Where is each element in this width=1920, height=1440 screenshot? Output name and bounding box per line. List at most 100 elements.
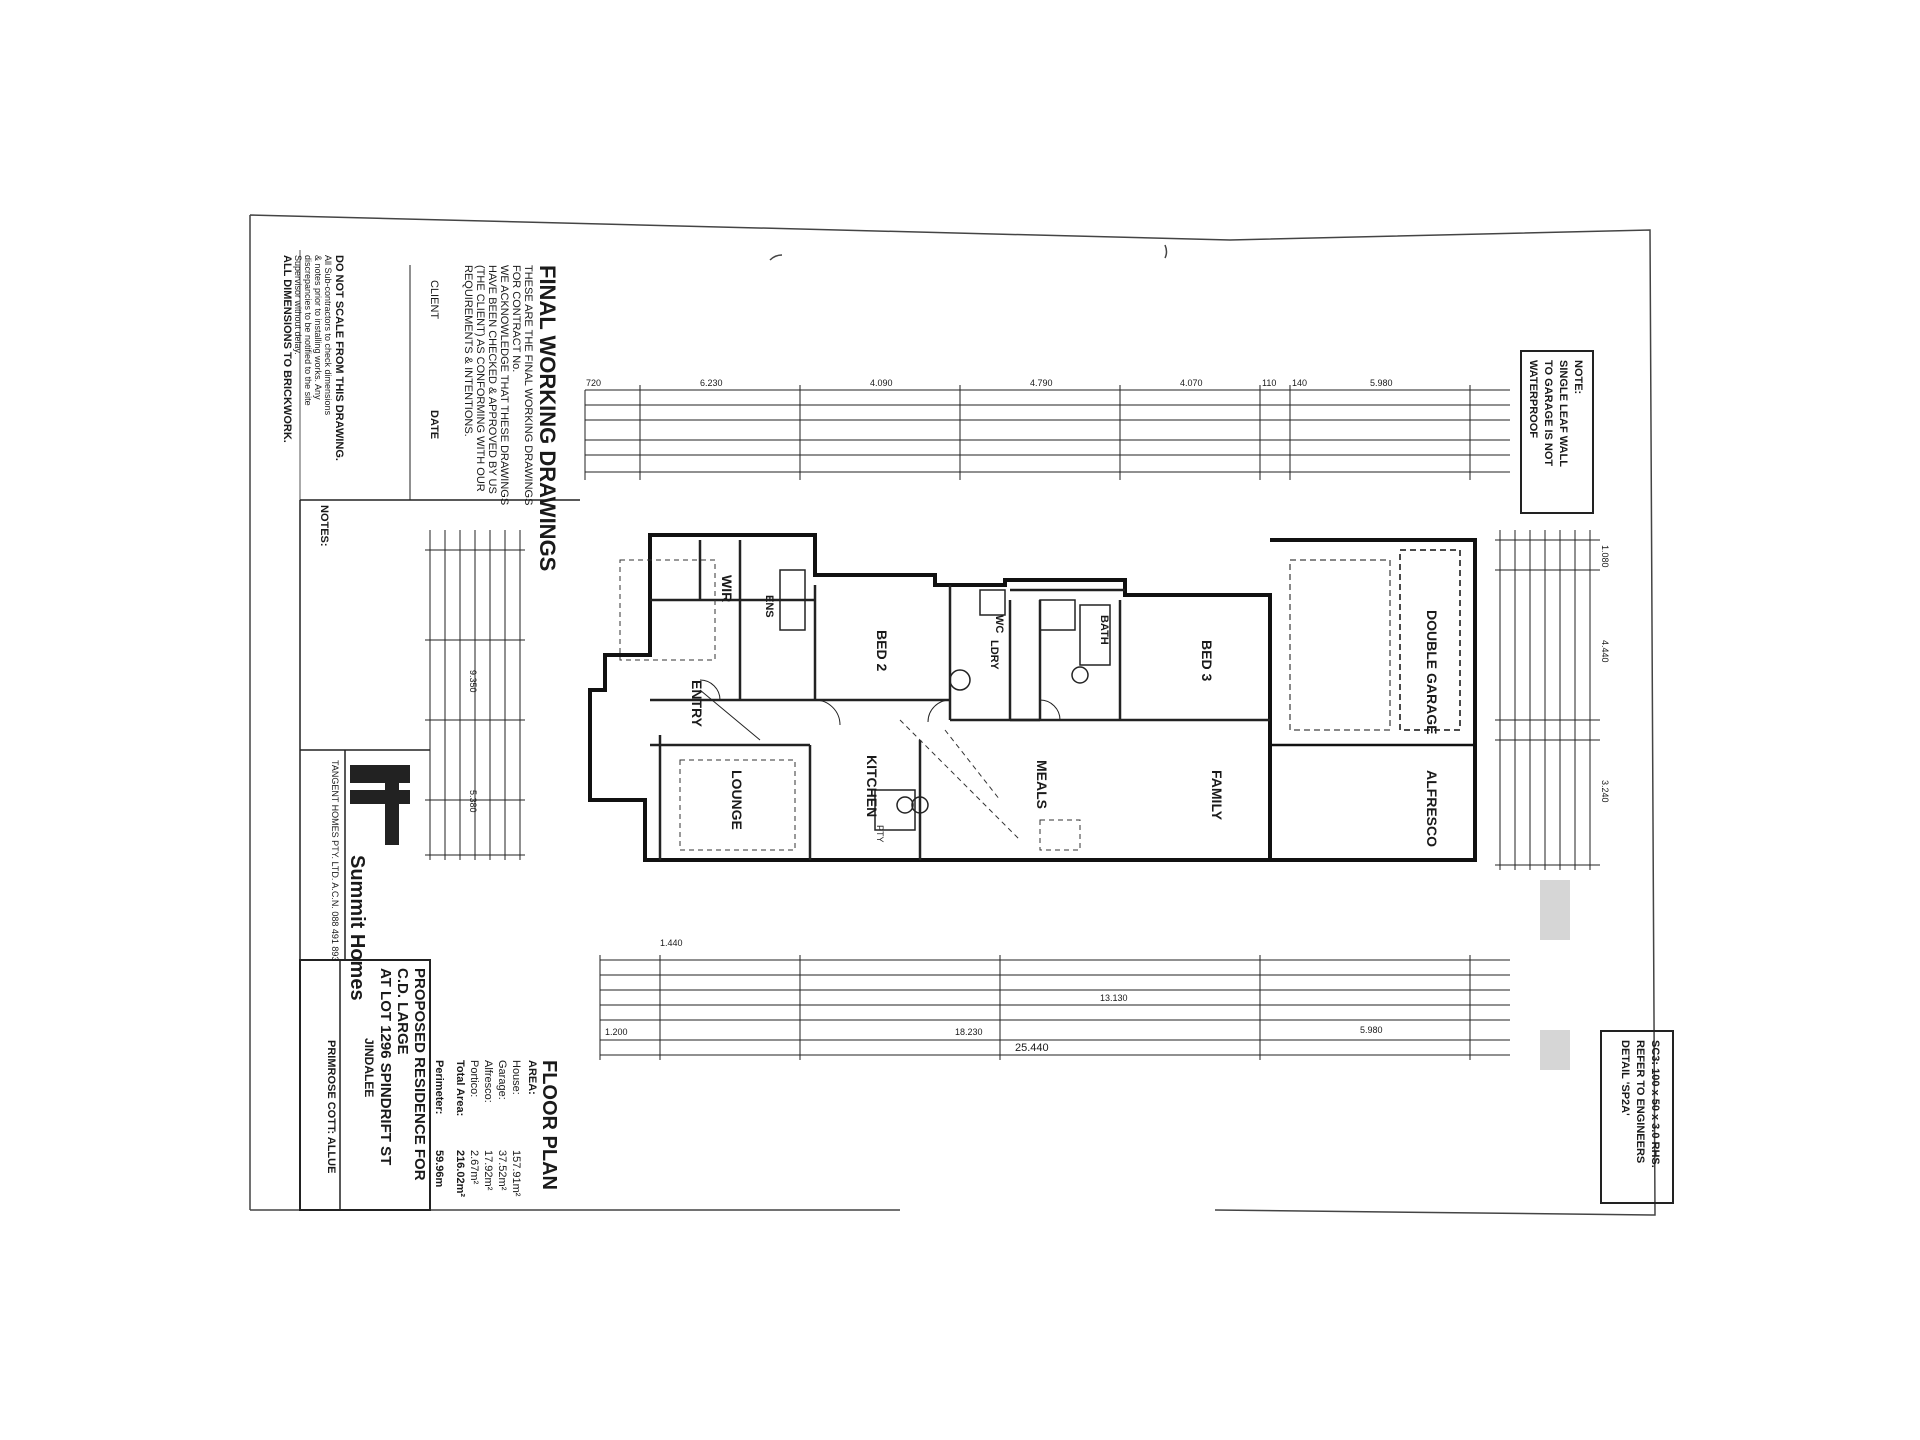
disclaimer-block: DO NOT SCALE FROM THIS DRAWING. All Sub-… — [281, 255, 345, 461]
final-drawings-line: WE ACKNOWLEDGE THAT THESE DRAWINGS — [498, 265, 510, 506]
room-kitchen: KITCHEN — [864, 755, 880, 818]
dim-bottom: 18.230 — [955, 1027, 983, 1037]
dim-top: 110 — [1262, 378, 1277, 388]
final-drawings-line: REQUIREMENTS & INTENTIONS. — [462, 265, 474, 437]
room-ens: ENS — [763, 595, 775, 618]
room-family: FAMILY — [1209, 770, 1225, 821]
area-row-value: 37.52m² — [496, 1150, 508, 1191]
area-row: Alfresco: 17.92m² — [482, 1060, 494, 1210]
dim-top: 6.230 — [700, 378, 723, 388]
area-row: House: 157.91m² — [510, 1060, 522, 1210]
area-row-label: Garage: — [496, 1060, 508, 1100]
address-line: AT LOT 1296 SPINDRIFT ST — [377, 968, 394, 1166]
area-row-label: House: — [510, 1060, 522, 1095]
area-row-label: Total Area: — [454, 1060, 466, 1117]
area-row-label: Alfresco: — [482, 1060, 494, 1103]
area-row-value: 216.02m² — [454, 1150, 466, 1198]
engineer-note-line: REFER TO ENGINEERS — [1634, 1040, 1646, 1164]
garage-note-line: TO GARAGE IS NOT — [1542, 360, 1554, 467]
dim-side: 5.380 — [468, 790, 478, 813]
dim-top: 5.980 — [1370, 378, 1393, 388]
dim-bottom: 13.130 — [1100, 993, 1128, 1003]
dim-side: 4.440 — [1600, 640, 1610, 663]
left-dimension-lines — [425, 530, 525, 860]
area-row: Total Area: 216.02m² — [454, 1060, 466, 1210]
area-row: Portico: 2.67m² — [468, 1060, 480, 1210]
area-row-value: 157.91m² — [510, 1150, 522, 1197]
dim-bottom: 1.200 — [605, 1027, 628, 1037]
disclaimer-line: All Sub-contractors to check dimensions — [323, 255, 333, 416]
right-dimension-lines — [1495, 530, 1600, 870]
disclaimer-line: Supervisor without delay. — [293, 255, 303, 355]
final-drawings-line: (THE CLIENT) AS CONFORMING WITH OUR — [474, 265, 486, 492]
dim-side: 1.080 — [1600, 545, 1610, 568]
room-wc: WC — [993, 615, 1005, 634]
dim-side: 9.350 — [468, 670, 478, 693]
garage-note-line: SINGLE LEAF WALL — [1557, 360, 1569, 467]
perimeter-label: Perimeter: — [433, 1060, 445, 1115]
final-drawings-line: FOR CONTRACT No. — [510, 265, 522, 373]
area-row-label: Portico: — [468, 1060, 480, 1098]
final-drawings-title: FINAL WORKING DRAWINGS — [535, 265, 560, 572]
room-double-garage: DOUBLE GARAGE — [1424, 610, 1440, 735]
dashed-details — [619, 559, 1081, 851]
dim-bottom: 25.440 — [1015, 1042, 1049, 1054]
garage-note-line: NOTE: — [1572, 360, 1584, 395]
engineer-note-box — [1600, 1030, 1674, 1204]
area-row: Garage: 37.52m² — [496, 1060, 508, 1210]
room-bath: BATH — [1098, 615, 1110, 645]
engineer-note-line: DETAIL 'SP2A' — [1619, 1040, 1631, 1116]
suburb-line: JINDALEE — [362, 1038, 376, 1098]
perimeter-row: Perimeter: 59.96m — [433, 1060, 445, 1210]
client-label: CLIENT — [428, 280, 440, 320]
dim-top: 4.790 — [1030, 378, 1053, 388]
company-logo — [345, 760, 415, 850]
dim-bottom: 1.440 — [660, 938, 683, 948]
final-drawings-line: HAVE BEEN CHECKED & APPROVED BY US — [486, 265, 498, 494]
room-ldry: LDRY — [988, 640, 1000, 670]
perimeter-value: 59.96m — [433, 1150, 445, 1188]
client-name: C.D. LARGE — [394, 968, 411, 1055]
garage-note-line: WATERPROOF — [1527, 360, 1539, 439]
proposed-line: PROPOSED RESIDENCE FOR — [411, 968, 428, 1181]
engineer-note-line: SC3: 100 x 50 x 3.0 RHS. — [1649, 1040, 1661, 1168]
scan-smudges — [1540, 880, 1570, 1070]
room-alfresco: ALFRESCO — [1424, 770, 1440, 847]
dim-side: 3.240 — [1600, 780, 1610, 803]
room-pantry: PTY — [875, 825, 885, 843]
final-drawings-block: FINAL WORKING DRAWINGS THESE ARE THE FIN… — [462, 265, 560, 571]
room-wir: WIR — [719, 575, 735, 603]
company-line: TANGENT HOMES PTY. LTD. A.C.N. 088 491 8… — [330, 760, 340, 962]
room-bed2: BED 2 — [874, 630, 890, 672]
project-block: PROPOSED RESIDENCE FOR C.D. LARGE AT LOT… — [360, 968, 428, 1181]
top-dimension-lines — [584, 385, 1510, 480]
door-swings — [699, 679, 1061, 741]
dim-top: 140 — [1292, 378, 1308, 388]
room-meals: MEALS — [1034, 760, 1050, 809]
dim-top: 4.090 — [870, 378, 893, 388]
area-row-value: 2.67m² — [468, 1150, 480, 1185]
design-name: PRIMROSE COTT: ALLUE — [325, 1040, 337, 1174]
bottom-dimension-lines — [599, 955, 1510, 1060]
dim-bottom: 5.980 — [1360, 1025, 1383, 1035]
disclaimer-line: discrepancies to be notified to the site — [303, 255, 313, 406]
floor-plan-heading: FLOOR PLAN — [538, 1060, 560, 1190]
dim-top: 4.070 — [1180, 378, 1203, 388]
fixtures — [779, 569, 1111, 831]
date-label: DATE — [428, 410, 440, 440]
area-label: AREA: — [526, 1060, 538, 1095]
title-block-frame — [299, 959, 431, 1211]
dim-top: 720 — [586, 378, 602, 388]
engineer-note: SC3: 100 x 50 x 3.0 RHS. REFER TO ENGINE… — [1617, 1040, 1662, 1168]
room-entry: ENTRY — [689, 680, 705, 727]
house-walls — [588, 533, 1477, 862]
disclaimer-line: & notes prior to installing works. Any — [313, 255, 323, 400]
final-drawings-line: THESE ARE THE FINAL WORKING DRAWINGS — [522, 265, 534, 506]
notes-label: NOTES: — [318, 505, 330, 547]
garage-note: NOTE: SINGLE LEAF WALL TO GARAGE IS NOT … — [1525, 360, 1585, 467]
garage-note-box — [1520, 350, 1594, 514]
room-bed3: BED 3 — [1199, 640, 1215, 682]
disclaimer-line: ALL DIMENSIONS TO BRICKWORK. — [281, 255, 293, 443]
